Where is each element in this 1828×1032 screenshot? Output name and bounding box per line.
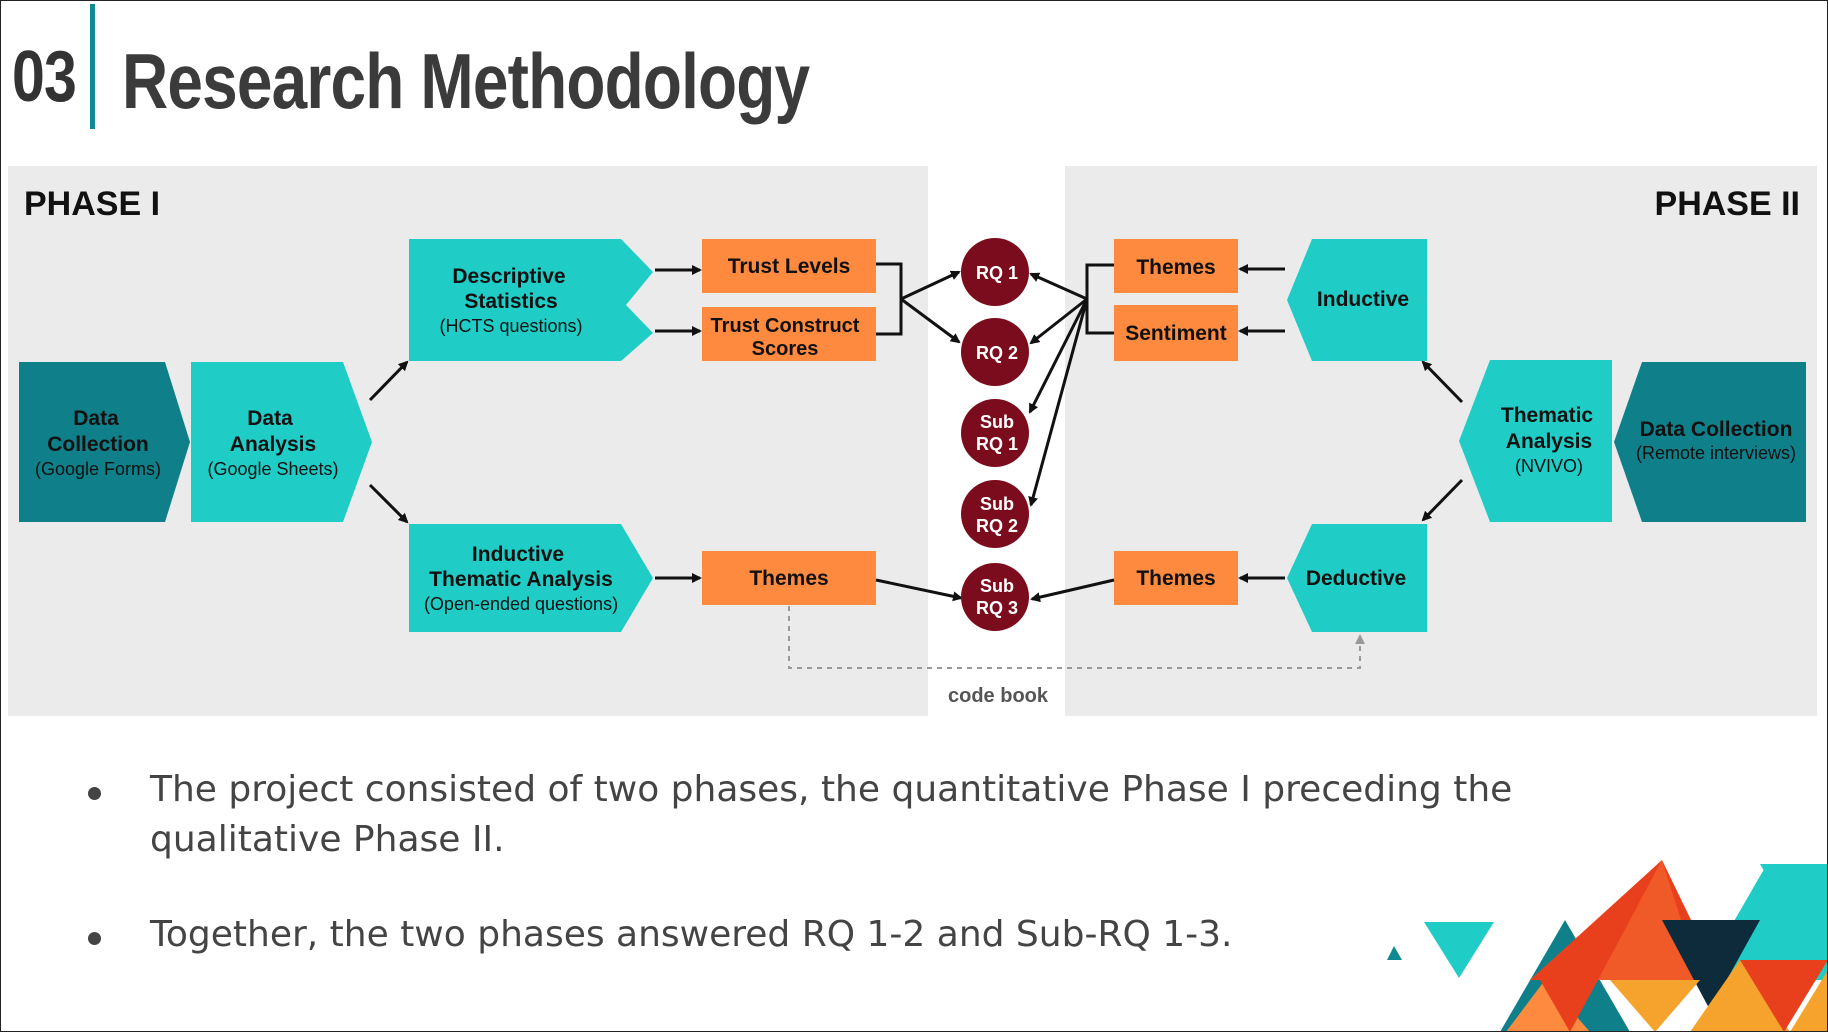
p2-themes-top-box	[1114, 239, 1238, 293]
arrow-analysis-to-inductive	[368, 483, 409, 524]
p1-inductive-line1: Inductive	[472, 543, 564, 566]
p1-data-collection-line1: Data	[73, 407, 119, 430]
p2-thematic-line2: Analysis	[1506, 430, 1592, 453]
p2-themes-top-label: Themes	[1136, 256, 1215, 279]
p2-thematic-shape	[1459, 360, 1612, 522]
bullet-item-2: Together, the two phases answered RQ 1-2…	[88, 910, 1538, 960]
p2-deductive-shape	[1287, 524, 1427, 632]
p1-data-collection-shape	[19, 362, 190, 522]
p2-themes-bottom-box	[1114, 551, 1238, 605]
p2-sentiment-box	[1114, 305, 1238, 361]
subrq2-circle	[961, 480, 1029, 548]
rq1-circle	[961, 238, 1029, 306]
bullet-list: The project consisted of two phases, the…	[88, 765, 1538, 1005]
phase1-label: PHASE I	[24, 185, 160, 223]
phase2-label: PHASE II	[1655, 185, 1800, 223]
arrow-analysis-to-descriptive	[368, 360, 409, 402]
bullet-2-line1: Together, the two phases answered RQ 1-2…	[150, 914, 1233, 955]
p1-trust-construct-box	[702, 307, 876, 361]
p1-descriptive-sub: (HCTS questions)	[439, 316, 582, 336]
title-divider	[90, 4, 95, 129]
p1-inductive-line2: Thematic Analysis	[429, 568, 613, 591]
bullet-dot	[88, 787, 101, 800]
p2-thematic-sub: (NVIVO)	[1515, 456, 1583, 476]
arrow-bracket-to-rq1	[900, 270, 961, 301]
p1-inductive-shape	[409, 524, 653, 632]
subrq3-line1: Sub	[980, 576, 1014, 596]
subrq3-line2: RQ 3	[976, 598, 1018, 618]
p1-data-analysis-line1: Data	[247, 407, 293, 430]
bullet-dot	[88, 932, 101, 945]
arrow-p2-to-rq2	[1029, 297, 1088, 345]
p1-data-collection-line2: Collection	[47, 433, 149, 456]
bullet-1-line2: qualitative Phase II.	[150, 819, 505, 860]
p1-trust-levels-box	[702, 239, 876, 293]
subrq1-line2: RQ 1	[976, 434, 1018, 454]
p2-data-collection-shape	[1614, 362, 1806, 522]
subrq1-line1: Sub	[980, 412, 1014, 432]
p2-data-collection-line1: Data Collection	[1640, 418, 1793, 441]
arrow-themes-to-subrq3	[875, 578, 963, 602]
arrow-p2-themes-to-subrq3	[1030, 578, 1115, 603]
rq2-label: RQ 2	[976, 343, 1018, 363]
p2-data-collection-sub: (Remote interviews)	[1636, 443, 1796, 463]
p1-data-analysis-shape	[191, 362, 372, 522]
arrow-thematic-to-deductive	[1421, 478, 1464, 522]
p1-trust-construct-line1: Trust Construct	[711, 315, 860, 337]
section-number: 03	[12, 37, 77, 117]
p2-inductive-shape	[1287, 239, 1427, 361]
bullet-item-1: The project consisted of two phases, the…	[88, 765, 1538, 865]
decorative-triangles	[1387, 860, 1828, 1032]
arrow-p2-to-subrq2	[1028, 298, 1089, 507]
p1-themes-box	[702, 551, 876, 605]
subrq1-circle	[961, 399, 1029, 467]
p1-data-analysis-sub: (Google Sheets)	[207, 459, 338, 479]
rq1-label: RQ 1	[976, 263, 1018, 283]
code-book-connector	[788, 606, 1365, 669]
p1-trust-construct-line2: Scores	[752, 338, 819, 360]
arrow-p2-to-subrq1	[1028, 298, 1089, 414]
p2-thematic-line1: Thematic	[1501, 404, 1594, 427]
p1-themes-label: Themes	[749, 567, 828, 590]
subrq2-line1: Sub	[980, 494, 1014, 514]
p2-sentiment-label: Sentiment	[1125, 322, 1227, 345]
p1-inductive-sub: (Open-ended questions)	[424, 594, 618, 614]
arrow-thematic-to-inductive	[1421, 360, 1464, 404]
p2-inductive-label: Inductive	[1317, 288, 1409, 311]
subrq3-circle	[961, 563, 1029, 631]
p1-trust-levels-label: Trust Levels	[728, 255, 851, 278]
p1-descriptive-line1: Descriptive	[452, 265, 565, 288]
arrow-bracket-to-rq2	[900, 297, 961, 344]
rq2-circle	[961, 318, 1029, 386]
p1-descriptive-shape	[409, 239, 653, 361]
slide-title: Research Methodology	[122, 37, 810, 125]
subrq2-line2: RQ 2	[976, 516, 1018, 536]
p1-descriptive-line2: Statistics	[464, 290, 557, 313]
code-book-label: code book	[948, 685, 1049, 707]
arrow-p2-to-rq1	[1029, 272, 1088, 301]
p2-deductive-label: Deductive	[1306, 567, 1406, 590]
bullet-1-line1: The project consisted of two phases, the…	[150, 769, 1513, 810]
p1-data-analysis-line2: Analysis	[230, 433, 316, 456]
p2-themes-bottom-label: Themes	[1136, 567, 1215, 590]
p1-data-collection-sub: (Google Forms)	[35, 459, 161, 479]
